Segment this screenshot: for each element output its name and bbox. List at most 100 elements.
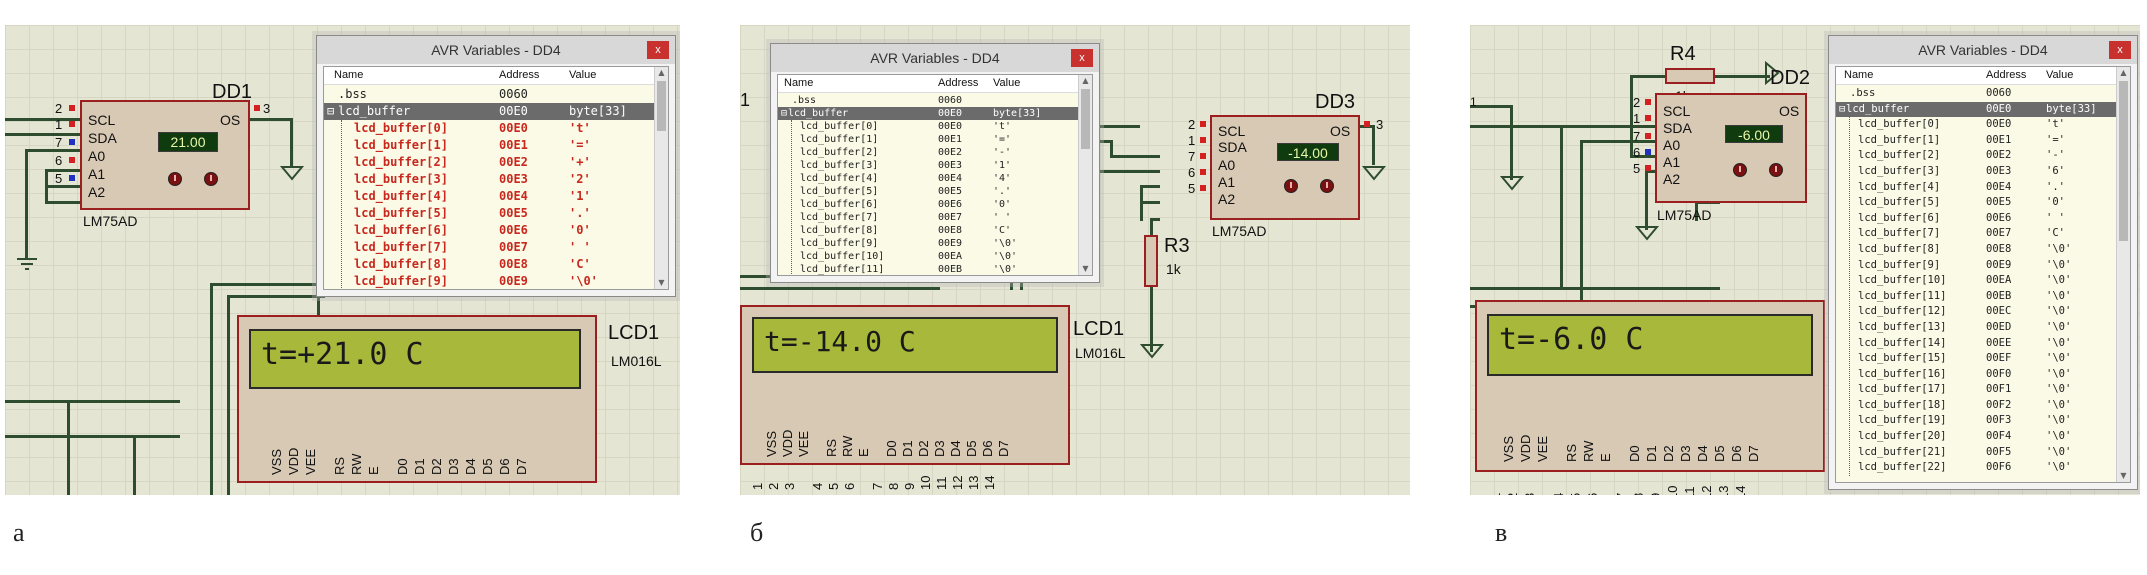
table-row[interactable]: lcd_buffer[6]00E6' ' <box>1836 211 2116 227</box>
collapse-icon[interactable]: ⊟ <box>1839 102 1846 115</box>
table-row[interactable]: lcd_buffer[22]00F6'\0' <box>1836 460 2116 476</box>
table-row[interactable]: lcd_buffer[2]00E2'-' <box>1836 148 2116 164</box>
table-row[interactable]: lcd_buffer[4]00E4'.' <box>1836 180 2116 196</box>
table-row[interactable]: lcd_buffer[21]00F5'\0' <box>1836 445 2116 461</box>
table-row[interactable]: lcd_buffer[3]00E3'2' <box>324 171 654 188</box>
header-name: Name <box>334 69 364 81</box>
table-row[interactable]: lcd_buffer[15]00EF'\0' <box>1836 351 2116 367</box>
table-row[interactable]: lcd_buffer[13]00ED'\0' <box>1836 320 2116 336</box>
avr-variables-window[interactable]: AVR Variables - DD4 x Name Address Value… <box>316 35 676 297</box>
table-row[interactable]: lcd_buffer[1]00E1'=' <box>778 133 1078 146</box>
pin-number: 7 <box>55 135 63 150</box>
lcd-pin-d1: D1 <box>1644 445 1659 462</box>
table-row[interactable]: lcd_buffer[19]00F3'\0' <box>1836 413 2116 429</box>
resistor[interactable] <box>1665 68 1715 84</box>
lcd-screen: t=+21.0 C <box>249 329 581 389</box>
increase-temp-button[interactable] <box>1769 163 1783 177</box>
lm75-sensor[interactable]: SCL SDA A0 A1 A2 OS -14.00 <box>1210 115 1360 220</box>
table-row[interactable]: lcd_buffer[16]00F0'\0' <box>1836 367 2116 383</box>
lcd-pin-number: 14 <box>1733 485 1748 495</box>
collapse-icon[interactable]: ⊟ <box>781 108 788 119</box>
lm75-sensor[interactable]: SCL SDA A0 A1 A2 OS 21.00 <box>80 100 250 210</box>
table-row[interactable]: lcd_buffer[0]00E0't' <box>778 120 1078 133</box>
collapse-icon[interactable]: ⊟ <box>327 104 335 118</box>
table-row[interactable]: lcd_buffer[4]00E4'4' <box>778 172 1078 185</box>
cell-val: '=' <box>569 138 591 152</box>
table-row[interactable]: lcd_buffer[9]00E9'\0' <box>778 237 1078 250</box>
table-row[interactable]: lcd_buffer[8]00E8'C' <box>324 256 654 273</box>
table-row[interactable]: lcd_buffer[12]00EC'\0' <box>1836 304 2116 320</box>
lcd-pin-d1: D1 <box>412 458 427 475</box>
vertical-scrollbar[interactable]: ▲▼ <box>654 67 668 289</box>
table-row[interactable]: lcd_buffer[3]00E3'6' <box>1836 164 2116 180</box>
table-row[interactable]: lcd_buffer[11]00EB'\0' <box>1836 289 2116 305</box>
table-row[interactable]: lcd_buffer[20]00F4'\0' <box>1836 429 2116 445</box>
table-row[interactable]: lcd_buffer[8]00E8'\0' <box>1836 242 2116 258</box>
decrease-temp-button[interactable] <box>168 172 182 186</box>
cell-addr: 00EA <box>938 251 963 262</box>
cell-val: '1' <box>993 160 1012 171</box>
table-row[interactable]: lcd_buffer[1]00E1'=' <box>1836 133 2116 149</box>
table-row[interactable]: lcd_buffer[7]00E7' ' <box>324 239 654 256</box>
decrease-temp-button[interactable] <box>1733 163 1747 177</box>
lcd-pin-number: 14 <box>982 475 997 490</box>
lcd-pin-rw: RW <box>840 435 855 457</box>
table-row[interactable]: lcd_buffer[6]00E6'0' <box>324 222 654 239</box>
table-row[interactable]: lcd_buffer[18]00F2'\0' <box>1836 398 2116 414</box>
table-row[interactable]: lcd_buffer[5]00E5'.' <box>778 185 1078 198</box>
close-button[interactable]: x <box>2109 41 2131 59</box>
offscreen-label: 1 <box>740 90 751 110</box>
avr-variables-window[interactable]: AVR Variables - DD4 x Name Address Value… <box>1828 35 2138 490</box>
table-row[interactable]: lcd_buffer[2]00E2'+' <box>324 154 654 171</box>
vertical-scrollbar[interactable]: ▲▼ <box>1078 75 1092 275</box>
cell-name: lcd_buffer[1] <box>1858 133 1941 146</box>
cell-name: lcd_buffer[9] <box>354 274 448 288</box>
cell-addr: 00E2 <box>499 155 528 169</box>
lcd-pin-d5: D5 <box>480 458 495 475</box>
table-row[interactable]: lcd_buffer[9]00E9'\0' <box>1836 258 2116 274</box>
avr-variables-window[interactable]: AVR Variables - DD4 x Name Address Value… <box>770 43 1100 283</box>
resistor[interactable] <box>1144 235 1158 287</box>
table-row[interactable]: lcd_buffer[1]00E1'=' <box>324 137 654 154</box>
table-row[interactable]: lcd_buffer[5]00E5'0' <box>1836 195 2116 211</box>
cell-val: '.' <box>569 206 591 220</box>
table-row[interactable]: lcd_buffer[7]00E7'C' <box>1836 226 2116 242</box>
table-row[interactable]: lcd_buffer[9]00E9'\0' <box>324 273 654 289</box>
table-row[interactable]: lcd_buffer[8]00E8'C' <box>778 224 1078 237</box>
lcd-pin-vee: VEE <box>796 430 811 457</box>
table-row[interactable]: lcd_buffer[7]00E7' ' <box>778 211 1078 224</box>
cell-name: lcd_buffer <box>1846 102 1910 115</box>
table-row[interactable]: lcd_buffer[6]00E6'0' <box>778 198 1078 211</box>
table-row[interactable]: lcd_buffer[0]00E0't' <box>324 120 654 137</box>
close-button[interactable]: x <box>1071 49 1093 67</box>
vertical-scrollbar[interactable]: ▲▼ <box>2116 67 2130 482</box>
table-row[interactable]: lcd_buffer[4]00E4'1' <box>324 188 654 205</box>
increase-temp-button[interactable] <box>1320 179 1334 193</box>
increase-temp-button[interactable] <box>204 172 218 186</box>
table-row[interactable]: lcd_buffer[0]00E0't' <box>1836 117 2116 133</box>
cell-name: lcd_buffer[19] <box>1858 414 1947 427</box>
lm75-sensor[interactable]: SCL SDA A0 A1 A2 OS -6.00 <box>1655 93 1807 203</box>
table-row[interactable]: lcd_buffer[2]00E2'-' <box>778 146 1078 159</box>
cell-val: '\0' <box>2046 289 2072 302</box>
table-row[interactable]: lcd_buffer[10]00EA'\0' <box>1836 273 2116 289</box>
table-row[interactable]: lcd_buffer[14]00EE'\0' <box>1836 336 2116 352</box>
table-row[interactable]: lcd_buffer[11]00EB'\0' <box>778 263 1078 275</box>
decrease-temp-button[interactable] <box>1284 179 1298 193</box>
table-row[interactable]: lcd_buffer[17]00F1'\0' <box>1836 382 2116 398</box>
cell-addr: 00E6 <box>938 199 963 210</box>
cell-addr: 00E9 <box>499 274 528 288</box>
cell-addr: 00E3 <box>1986 164 2012 177</box>
table-row[interactable]: lcd_buffer[5]00E5'.' <box>324 205 654 222</box>
table-row[interactable]: lcd_buffer[3]00E3'1' <box>778 159 1078 172</box>
lcd-pin-number: 4 <box>1551 493 1566 495</box>
close-button[interactable]: x <box>647 41 669 59</box>
cell-addr: 00EE <box>1986 336 2012 349</box>
table-row[interactable]: lcd_buffer[10]00EA'\0' <box>778 250 1078 263</box>
